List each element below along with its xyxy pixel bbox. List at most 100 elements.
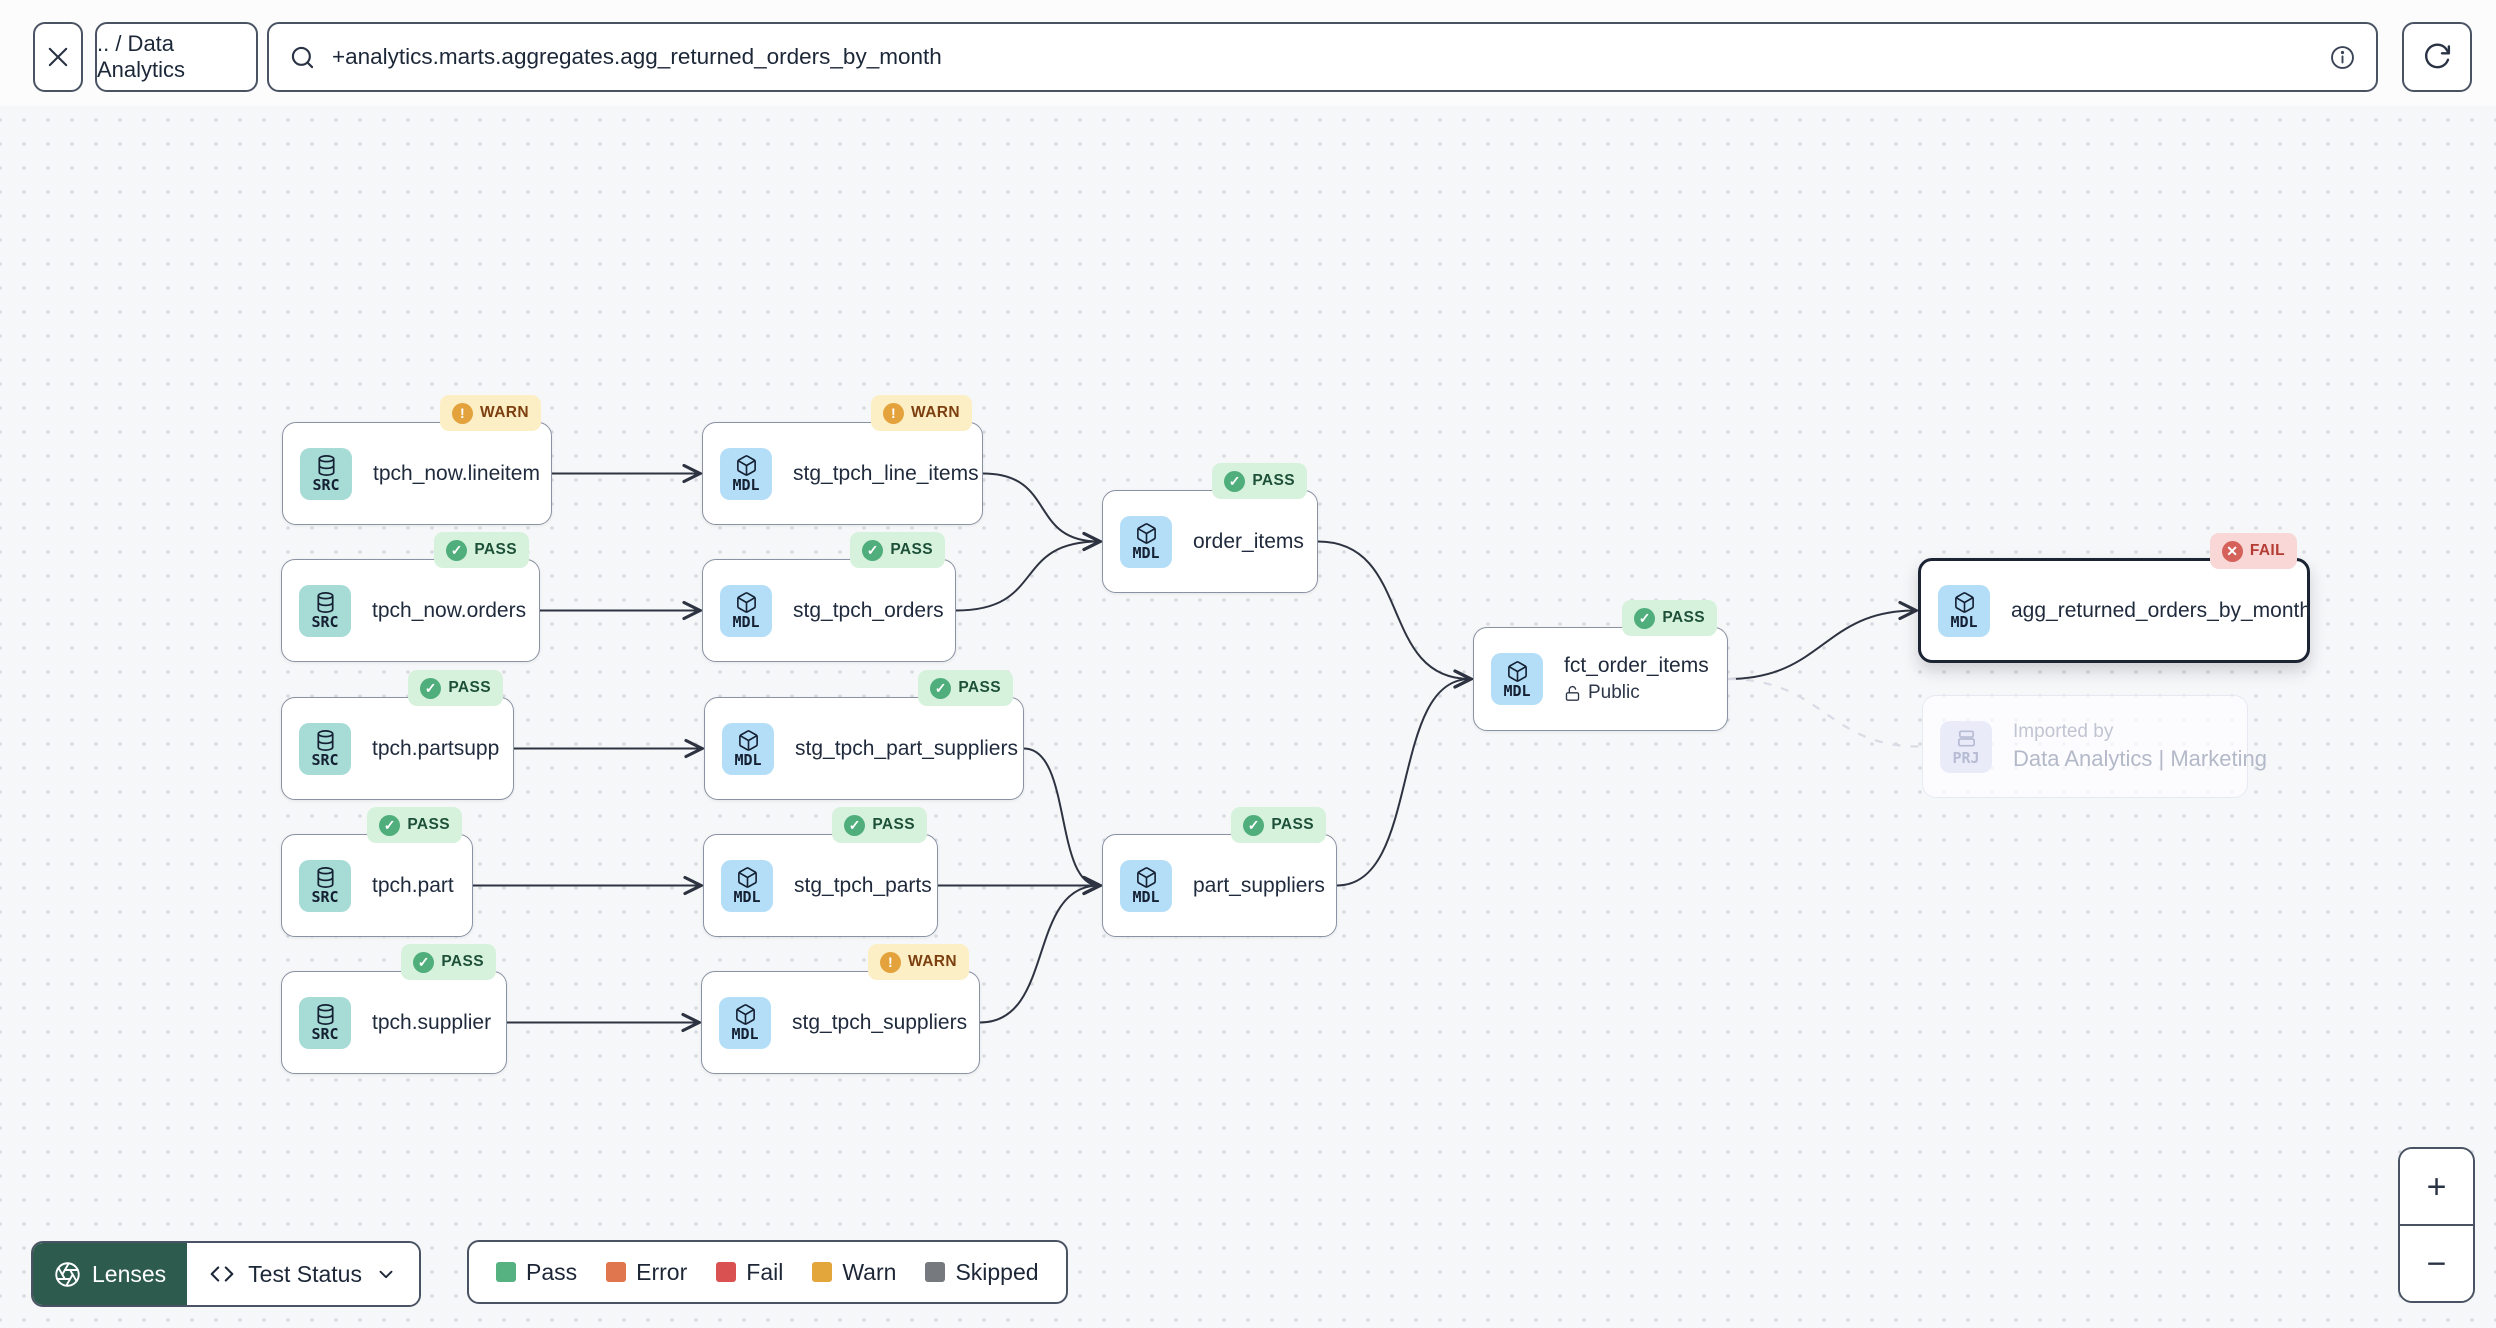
status-badge-label: PASS	[958, 679, 1001, 696]
status-dot-icon: ✓	[862, 539, 884, 561]
cube-icon: MDL	[721, 859, 773, 912]
legend-item-pass: Pass	[496, 1259, 577, 1286]
database-icon: SRC	[299, 722, 351, 775]
node-label: Data Analytics | Marketing	[2013, 746, 2267, 772]
legend-item-fail: Fail	[716, 1259, 783, 1286]
node-label: stg_tpch_parts	[794, 873, 932, 897]
node-kind-label: MDL	[733, 888, 761, 906]
node-text: tpch_now.orders	[372, 599, 526, 623]
status-badge-pass: ✓PASS	[1231, 807, 1326, 843]
zoom-in-button[interactable]: +	[2400, 1149, 2473, 1226]
zoom-out-button[interactable]: −	[2400, 1226, 2473, 1301]
edge-stg_tpch_suppliers-to-part_suppliers	[979, 875, 1104, 1024]
node-kind-label: MDL	[734, 751, 762, 769]
graph-node-tpch_supplier[interactable]: ✓ PASS SRC tpch.supplier	[281, 944, 507, 1074]
node-label: order_items	[1193, 529, 1304, 553]
status-dot-icon: !	[883, 402, 905, 424]
status-badge-label: PASS	[1252, 472, 1295, 489]
close-icon	[44, 43, 72, 71]
status-badge-warn: !WARN	[871, 395, 972, 431]
cube-icon: MDL	[1120, 859, 1172, 912]
status-badge-warn: !WARN	[440, 395, 541, 431]
status-dot-icon: ✓	[1243, 814, 1265, 836]
edge-fct_order_items-to-imported_by	[1727, 677, 1920, 748]
refresh-button[interactable]	[2402, 22, 2472, 92]
node-kind-label: MDL	[732, 613, 760, 631]
lenses-button[interactable]: Lenses	[33, 1243, 188, 1305]
legend-label: Warn	[842, 1258, 897, 1285]
node-kind-label: MDL	[1950, 613, 1978, 631]
graph-node-imported_by: PRJ Imported by Data Analytics | Marketin…	[1922, 695, 2267, 798]
status-dot-icon: ✓	[1224, 470, 1246, 492]
node-label: fct_order_items	[1564, 654, 1709, 677]
status-badge-label: PASS	[1662, 609, 1705, 626]
zoom-controls: + −	[2398, 1147, 2475, 1303]
lenses-toolbar: Lenses Test Status	[31, 1241, 421, 1307]
code-icon	[209, 1261, 235, 1287]
status-dot-icon: ✓	[413, 951, 435, 973]
cube-icon: MDL	[1938, 584, 1990, 637]
node-text: Imported by Data Analytics | Marketing	[2013, 719, 2267, 774]
node-text: stg_tpch_orders	[793, 599, 944, 623]
graph-node-tpch_now_lineitem[interactable]: !WARN SRC tpch_now.lineitem	[282, 395, 552, 525]
status-badge-pass: ✓PASS	[832, 807, 927, 843]
status-dot-icon: ✓	[844, 814, 866, 836]
lens-selector-label: Test Status	[248, 1260, 362, 1287]
refresh-icon	[2422, 42, 2452, 72]
status-badge-label: PASS	[441, 953, 484, 970]
cube-icon: MDL	[720, 447, 772, 500]
status-badge-pass: ✓ PASS	[401, 944, 496, 980]
node-access-label: Public	[1588, 682, 1640, 703]
node-kind-label: SRC	[312, 476, 340, 494]
status-badge-pass: ✓PASS	[1622, 600, 1717, 636]
graph-node-stg_tpch_parts[interactable]: ✓PASS MDL stg_tpch_parts	[703, 807, 938, 937]
node-label: stg_tpch_line_items	[793, 461, 979, 485]
status-badge-warn: !WARN	[868, 944, 969, 980]
node-label: stg_tpch_part_suppliers	[795, 736, 1018, 760]
node-kind-label: MDL	[1503, 681, 1531, 700]
legend-item-error: Error	[606, 1259, 687, 1286]
lens-selector[interactable]: Test Status	[187, 1243, 419, 1305]
legend-label: Skipped	[955, 1258, 1039, 1285]
topbar: .. / Data Analytics	[0, 22, 2496, 92]
search-input[interactable]	[330, 43, 2315, 71]
breadcrumb[interactable]: .. / Data Analytics	[95, 22, 258, 92]
node-label: tpch.partsupp	[372, 736, 500, 760]
search-icon	[289, 44, 316, 71]
cube-icon: MDL	[722, 722, 774, 775]
breadcrumb-label: .. / Data Analytics	[97, 31, 186, 82]
cube-icon: MDL	[720, 584, 772, 637]
node-text: tpch_now.lineitem	[373, 462, 540, 486]
legend-swatch-icon	[925, 1262, 946, 1282]
node-kind-label: SRC	[311, 1025, 339, 1043]
close-button[interactable]	[33, 22, 83, 92]
aperture-icon	[54, 1261, 81, 1288]
status-dot-icon: !	[452, 402, 474, 424]
graph-node-stg_tpch_line_items[interactable]: !WARN MDL stg_tpch_line_items	[702, 395, 983, 525]
status-badge-pass: ✓ PASS	[1212, 463, 1307, 499]
status-dot-icon: ✓	[930, 677, 952, 699]
project-icon: PRJ	[1940, 720, 1992, 773]
graph-node-stg_tpch_part_suppliers[interactable]: ✓ PASS MDL stg_tpch_part_suppliers	[704, 670, 1024, 800]
cube-icon: MDL	[719, 996, 771, 1049]
edge-stg_tpch_orders-to-order_items	[955, 531, 1104, 612]
status-badge-pass: ✓PASS	[367, 807, 462, 843]
info-icon[interactable]	[2329, 44, 2356, 71]
node-text: tpch.partsupp	[372, 737, 499, 761]
status-dot-icon: ✓	[420, 677, 442, 699]
status-badge-pass: ✓ PASS	[918, 670, 1013, 706]
node-label: tpch.supplier	[372, 1010, 492, 1034]
node-kind-label: MDL	[732, 476, 760, 494]
node-label: tpch_now.lineitem	[373, 461, 540, 485]
